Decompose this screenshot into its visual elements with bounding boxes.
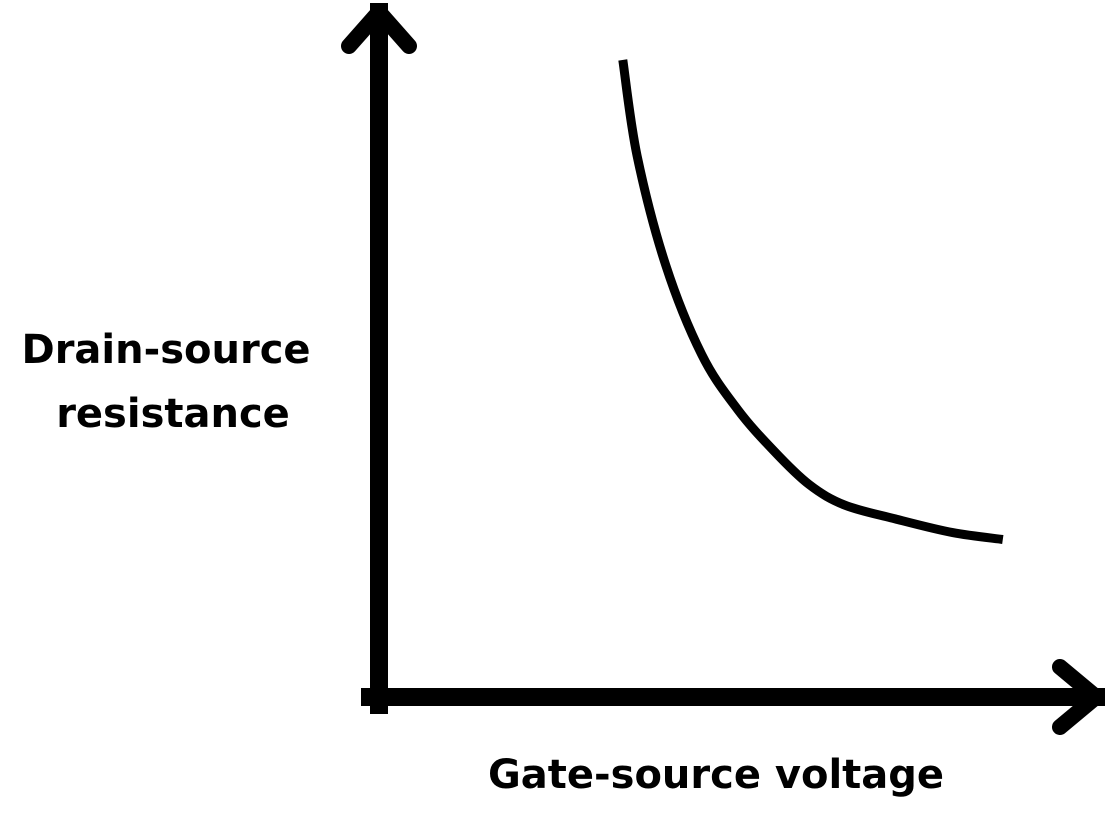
x-axis-label: Gate-source voltage bbox=[488, 752, 944, 798]
y-axis bbox=[341, 3, 417, 714]
y-axis-arrow-icon bbox=[341, 4, 417, 54]
x-axis bbox=[361, 659, 1105, 735]
y-axis-label-line-1: Drain-source bbox=[22, 327, 311, 373]
x-axis-arrow-icon bbox=[1052, 659, 1104, 735]
data-curve bbox=[618, 59, 1004, 544]
y-axis-label-line-2: resistance bbox=[56, 391, 290, 437]
y-axis-label: Drain-source resistance bbox=[22, 327, 325, 437]
